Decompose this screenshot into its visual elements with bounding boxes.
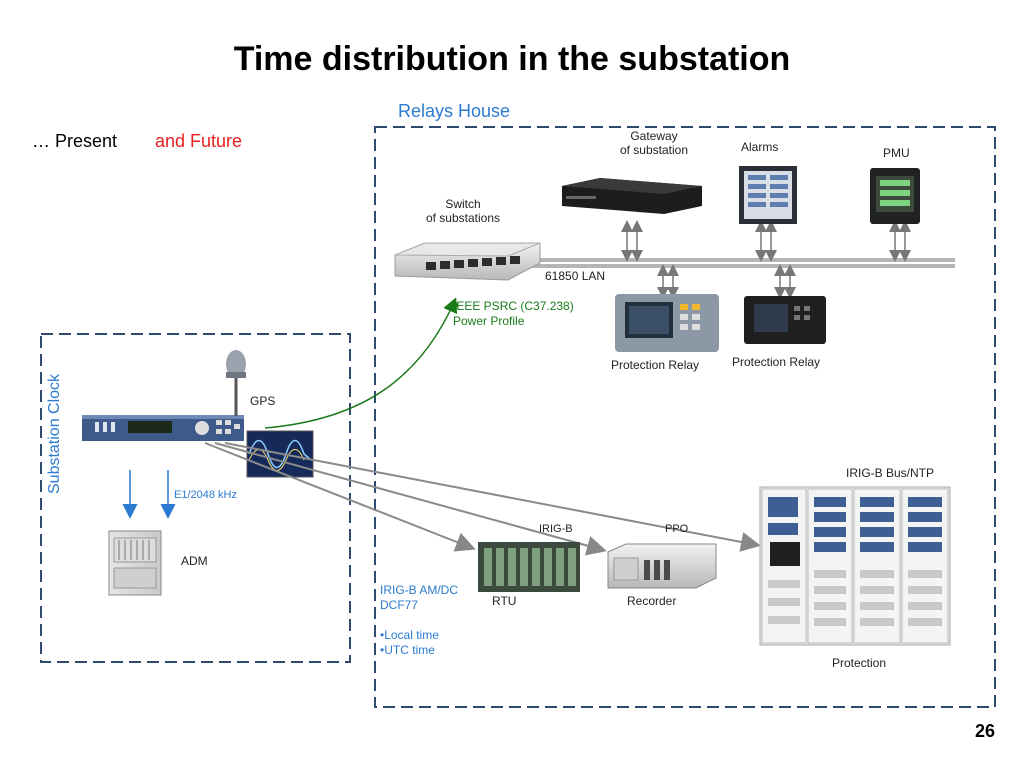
switch-label-line2: of substations (425, 211, 501, 225)
future-label: and Future (155, 131, 243, 151)
irig-am-block: IRIG-B AM/DC DCF77 •Local time •UTC time (380, 583, 458, 658)
irig-bus-label: IRIG-B Bus/NTP (846, 466, 935, 480)
gateway-device (562, 178, 702, 214)
page-number: 26 (975, 721, 996, 741)
pmu-label: PMU (883, 146, 910, 160)
adm-label: ADM (181, 554, 208, 568)
present-label: … Present (32, 131, 118, 151)
adm-device (108, 530, 162, 596)
protection-cabinets (759, 486, 951, 646)
substation-clock-boundary (40, 333, 351, 663)
lan-connectors (621, 220, 911, 299)
protection-relay-1-device (615, 294, 719, 352)
lan-bus (525, 258, 955, 268)
gps-antenna (226, 350, 246, 416)
ieee-label-line1: IEEE PSRC (C37.238) (453, 299, 574, 313)
protection-label: Protection (832, 656, 887, 670)
switch-device (394, 242, 541, 281)
ppo-label: PPO (665, 523, 689, 535)
alarms-label: Alarms (741, 140, 779, 154)
gateway-label-line1: Gateway (630, 129, 678, 143)
ieee-marker (452, 302, 458, 308)
ieee-label-line2: Power Profile (453, 314, 525, 328)
lan-label: 61850 LAN (545, 269, 606, 283)
gps-label: GPS (250, 394, 276, 408)
recorder-device (607, 543, 717, 589)
relays-house-boundary (374, 126, 996, 708)
utc-time-label: •UTC time (380, 643, 435, 657)
protection-relay-2-label: Protection Relay (732, 355, 821, 369)
protection-relay-1-label: Protection Relay (611, 358, 700, 372)
gateway-label: Gateway of substation (610, 129, 698, 157)
clock-device (82, 415, 244, 441)
e1-arrows (122, 470, 176, 519)
substation-clock-label: Substation Clock (46, 373, 63, 494)
switch-label-line1: Switch (445, 197, 481, 211)
gateway-label-line2: of substation (619, 143, 689, 157)
ptp-connection (264, 297, 458, 429)
ieee-label: IEEE PSRC (C37.238) Power Profile (453, 299, 574, 329)
dcf77-label: DCF77 (380, 598, 419, 612)
local-time-label: •Local time (380, 628, 439, 642)
pmu-device (870, 168, 920, 224)
alarms-device (739, 166, 797, 224)
recorder-label: Recorder (627, 594, 677, 608)
slide-title: Time distribution in the substation (233, 40, 791, 78)
rtu-device (478, 542, 580, 592)
irig-b-label: IRIG-B (539, 523, 573, 535)
rtu-label: RTU (492, 594, 517, 608)
irig-b-lines (204, 442, 761, 556)
protection-relay-2-device (744, 296, 826, 344)
irig-am-label: IRIG-B AM/DC (380, 583, 459, 597)
switch-label: Switch of substations (418, 197, 508, 225)
e1-label: E1/2048 kHz (174, 489, 237, 501)
relays-house-label: Relays House (398, 101, 511, 121)
